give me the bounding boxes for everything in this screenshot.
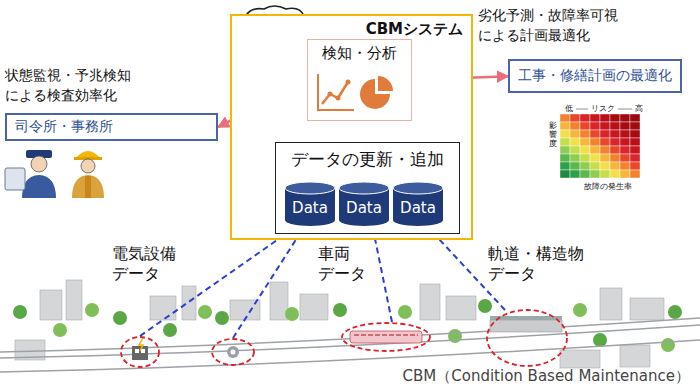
system-title: CBMシステム (366, 20, 463, 39)
system-box: CBMシステム検知・分析データの更新・追加DataDataData (230, 14, 473, 240)
risk-heatmap (560, 114, 640, 178)
axis-title: 故障の発生率 (584, 181, 632, 192)
data-cylinder: Data (392, 181, 444, 227)
data-source-label: 電気設備 データ (112, 244, 180, 284)
platform (490, 320, 562, 332)
data-box-label: データの更新・追加 (276, 143, 459, 171)
data-cylinder: Data (338, 181, 390, 227)
axis-tick: 高 (635, 103, 643, 114)
focus-ellipse (121, 310, 567, 367)
data-label: Data (338, 181, 390, 217)
axis-title: 影響度 (549, 122, 557, 148)
officer-icon (5, 150, 56, 198)
analysis-box: 検知・分析 (307, 39, 412, 121)
railway-track (0, 318, 700, 372)
substation-icon (132, 338, 148, 360)
train (350, 331, 422, 343)
plan-group: 劣化予測・故障率可視 による計画最適化工事・修繕計画の最適化 (478, 6, 682, 93)
axis-title: リスク (591, 103, 615, 114)
effect-heading: 状態監視・予兆検知 による検査効率化 (5, 66, 137, 105)
equipment-icon (227, 346, 239, 358)
office-group: 状態監視・予兆検知 による検査効率化司令所・事務所 (5, 66, 218, 141)
target-box: 工事・修繕計画の最適化 (508, 59, 682, 93)
data-label: Data (392, 181, 444, 217)
worker-icon (72, 151, 104, 198)
chart-icons (314, 70, 394, 114)
data-link (140, 224, 505, 338)
data-source-label: 軌道・構造物 データ (488, 244, 588, 284)
target-box: 司令所・事務所 (5, 113, 218, 141)
caption: CBM（Condition Based Maintenance） (403, 367, 690, 386)
axis-tick: 低 (565, 103, 573, 114)
data-cylinder: Data (284, 181, 336, 227)
data-source-label: 車両 データ (318, 244, 370, 284)
data-label: Data (284, 181, 336, 217)
data-box: データの更新・追加DataDataData (275, 142, 460, 234)
effect-heading: 劣化予測・故障率可視 による計画最適化 (478, 6, 623, 45)
analysis-label: 検知・分析 (308, 40, 411, 63)
